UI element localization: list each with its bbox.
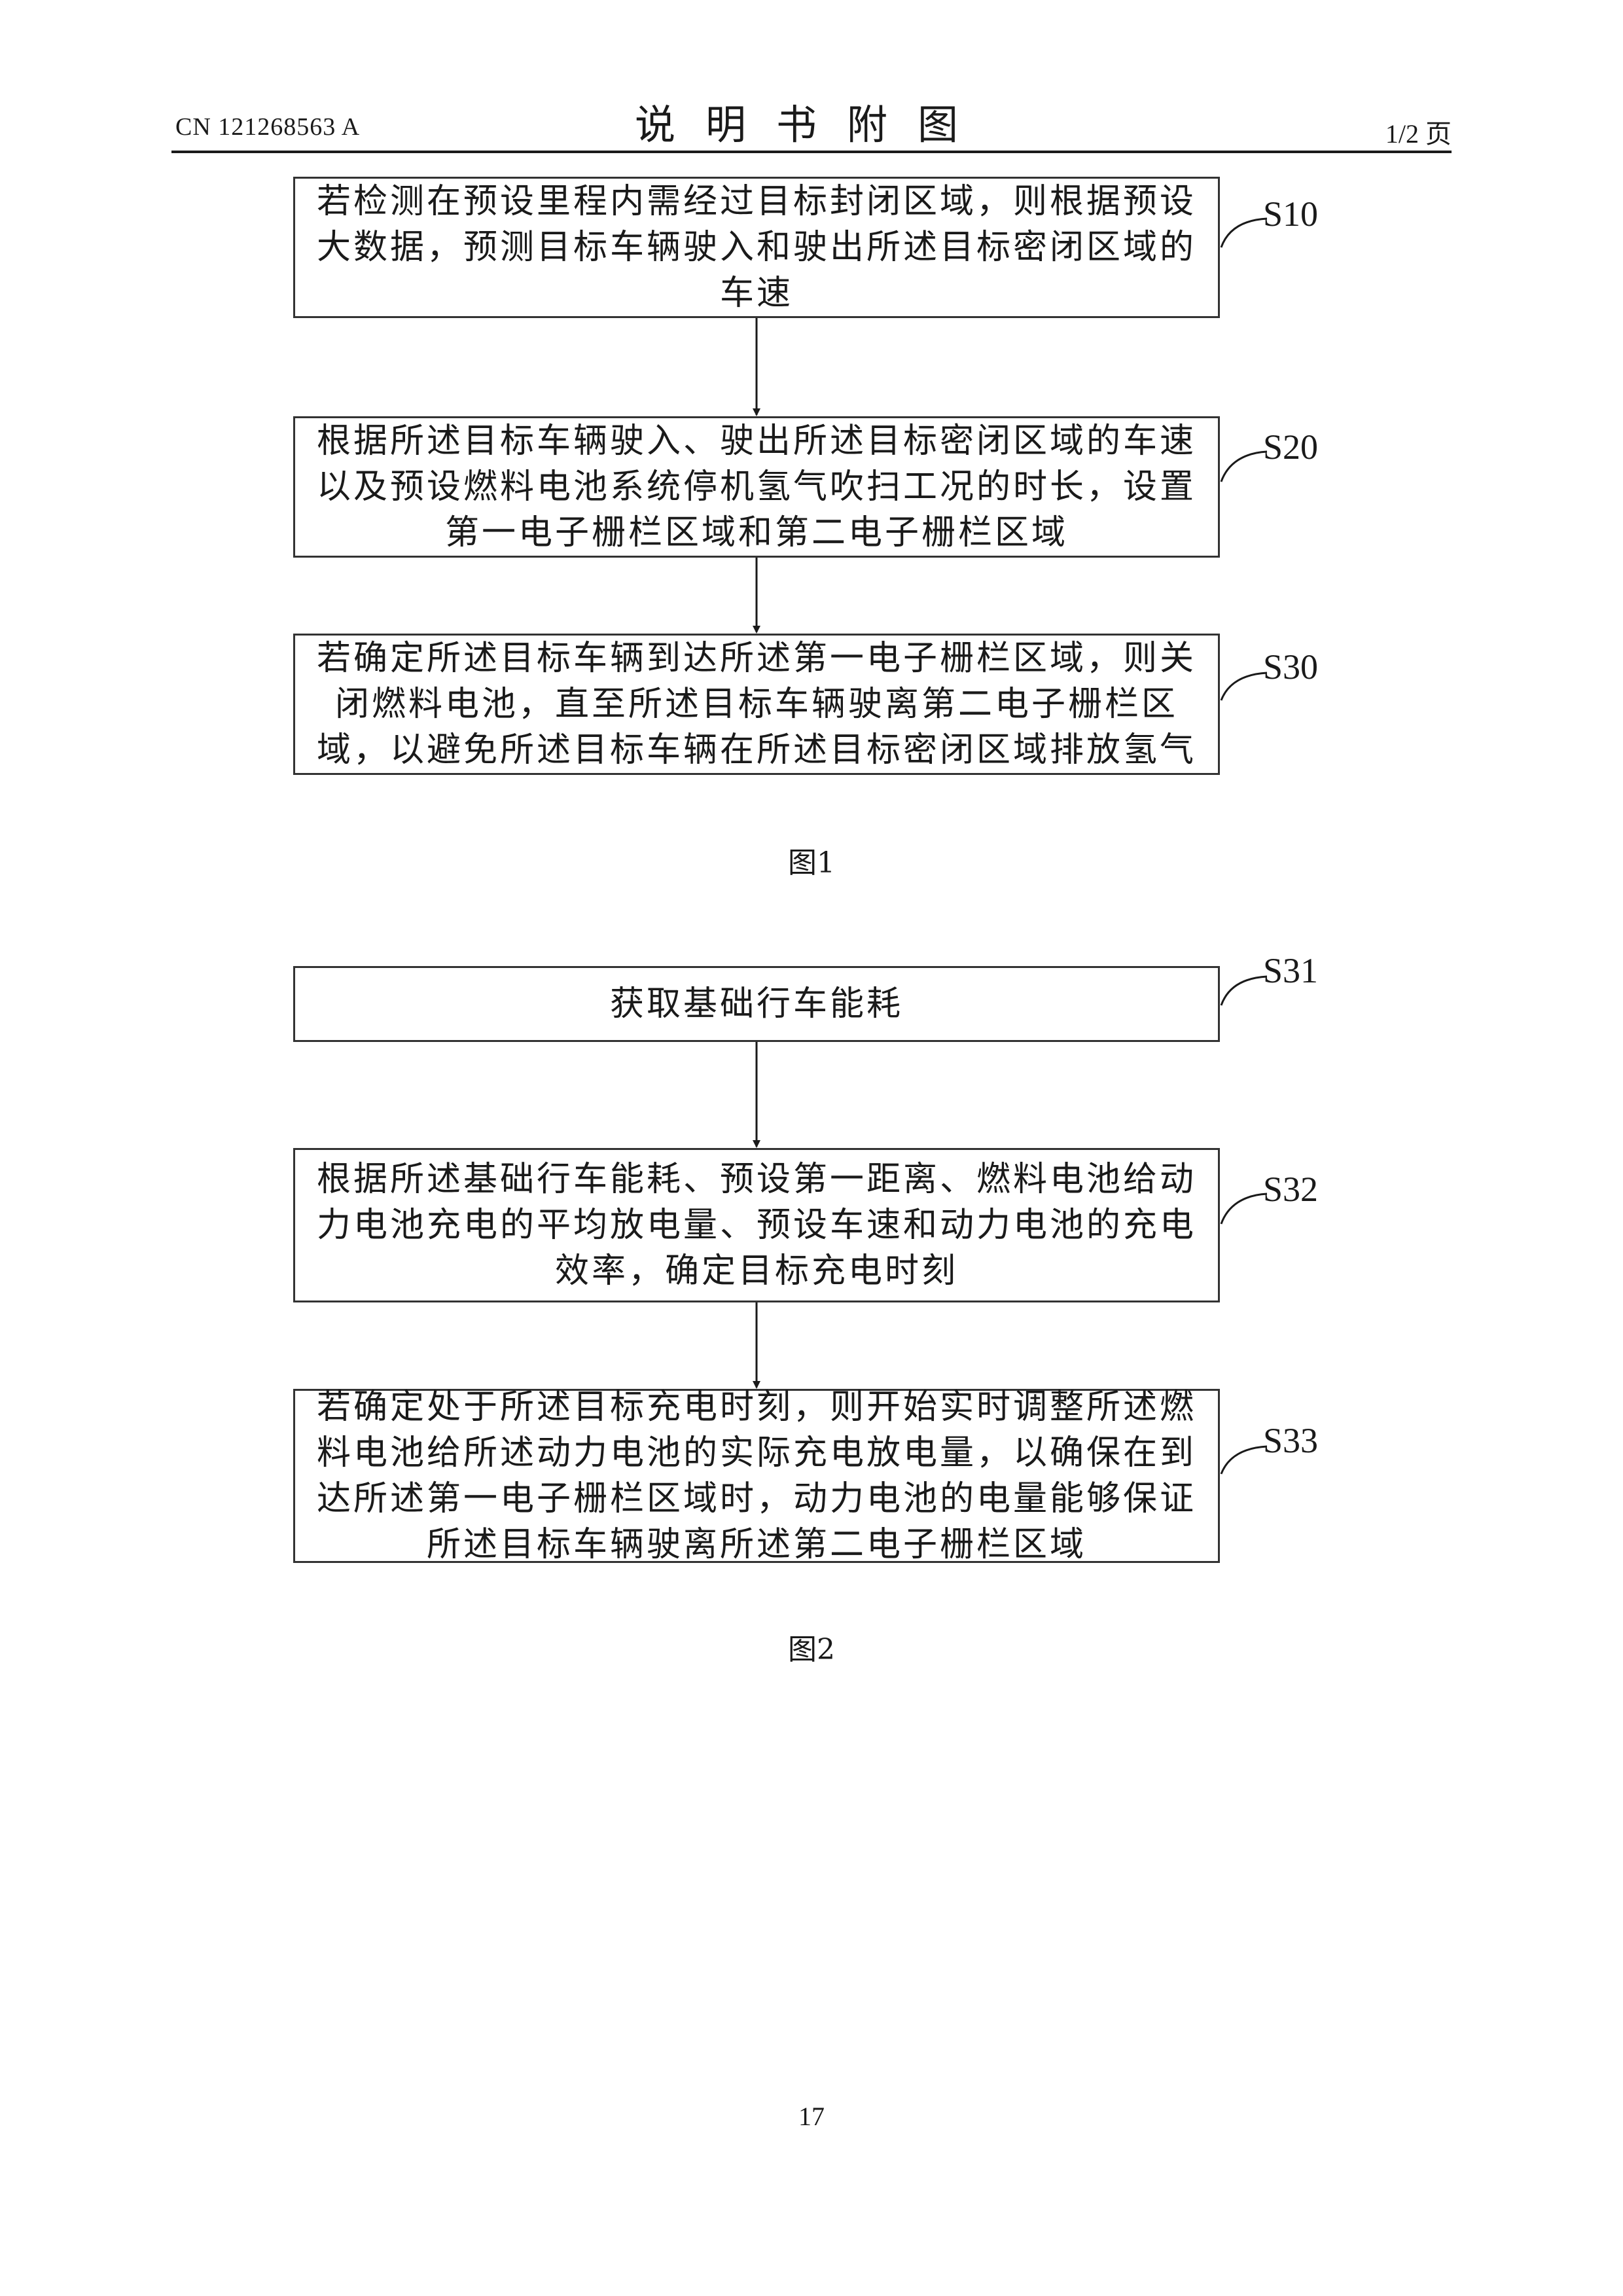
page-number: 17 — [746, 2101, 877, 2132]
flow-step-box: 若确定所述目标车辆到达所述第一电子栅栏区域，则关闭燃料电池，直至所述目标车辆驶离… — [293, 634, 1220, 775]
step-label: S10 — [1263, 194, 1318, 234]
flow-step-text: 根据所述目标车辆驶入、驶出所述目标密闭区域的车速以及预设燃料电池系统停机氢气吹扫… — [295, 418, 1218, 556]
flow-step-text: 若确定所述目标车辆到达所述第一电子栅栏区域，则关闭燃料电池，直至所述目标车辆驶离… — [295, 636, 1218, 773]
flow-step-text: 若检测在预设里程内需经过目标封闭区域，则根据预设大数据，预测目标车辆驶入和驶出所… — [295, 179, 1218, 316]
leader-s32 — [1221, 1194, 1267, 1224]
leader-s31 — [1221, 977, 1267, 1005]
leader-s20 — [1221, 452, 1267, 482]
step-label: S30 — [1263, 647, 1318, 687]
step-label: S31 — [1263, 950, 1318, 991]
figure-caption: 图2 — [746, 1626, 877, 1668]
leader-s30 — [1221, 673, 1267, 700]
flow-step-text: 若确定处于所述目标充电时刻，则开始实时调整所述燃料电池给所述动力电池的实际充电放… — [295, 1384, 1218, 1568]
flow-step-text: 获取基础行车能耗 — [603, 981, 910, 1027]
step-label: S33 — [1263, 1420, 1318, 1461]
flow-step-box: 根据所述目标车辆驶入、驶出所述目标密闭区域的车速以及预设燃料电池系统停机氢气吹扫… — [293, 416, 1220, 558]
leader-s10 — [1221, 219, 1267, 247]
flow-step-box: 若检测在预设里程内需经过目标封闭区域，则根据预设大数据，预测目标车辆驶入和驶出所… — [293, 177, 1220, 318]
flow-step-box: 获取基础行车能耗 — [293, 966, 1220, 1042]
figure-caption: 图1 — [746, 839, 877, 881]
flow-step-box: 根据所述基础行车能耗、预设第一距离、燃料电池给动力电池充电的平均放电量、预设车速… — [293, 1148, 1220, 1302]
step-label: S32 — [1263, 1169, 1318, 1210]
leader-s33 — [1221, 1446, 1267, 1474]
flow-step-box: 若确定处于所述目标充电时刻，则开始实时调整所述燃料电池给所述动力电池的实际充电放… — [293, 1389, 1220, 1563]
flow-step-text: 根据所述基础行车能耗、预设第一距离、燃料电池给动力电池充电的平均放电量、预设车速… — [295, 1157, 1218, 1294]
step-label: S20 — [1263, 427, 1318, 467]
